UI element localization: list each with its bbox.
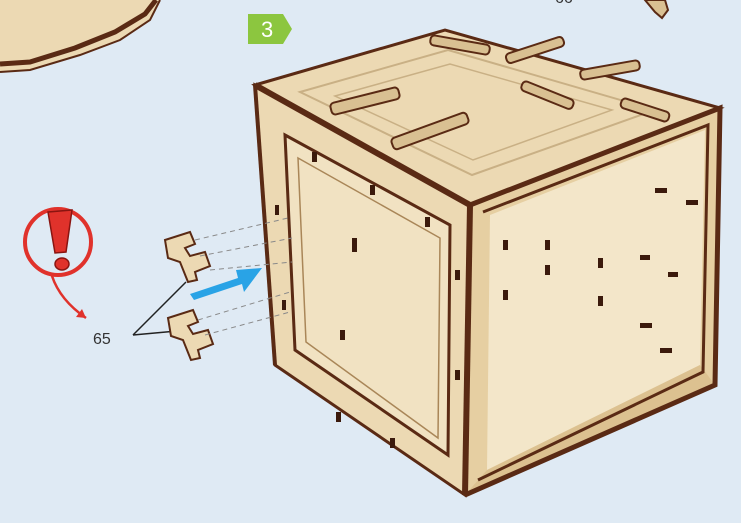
corner-part-label: 66 (555, 0, 573, 7)
alignment-guides (194, 217, 293, 336)
left-face-slots (275, 152, 460, 448)
warning-callout (23, 207, 93, 320)
top-connectors (329, 34, 671, 151)
warning-ring (23, 207, 93, 277)
part-label: 65 (93, 331, 111, 348)
previous-step-fragment (0, 0, 161, 73)
connector-part-upper (163, 230, 212, 284)
assembled-cube (251, 28, 725, 498)
interior-slots (503, 188, 698, 353)
insert-arrow-icon (190, 268, 262, 300)
step-badge: 3 (248, 14, 292, 44)
exclamation-icon (47, 209, 73, 271)
connector-part-lower (166, 308, 215, 362)
corner-callout: 66 (555, 0, 670, 20)
step-number: 3 (261, 17, 273, 42)
